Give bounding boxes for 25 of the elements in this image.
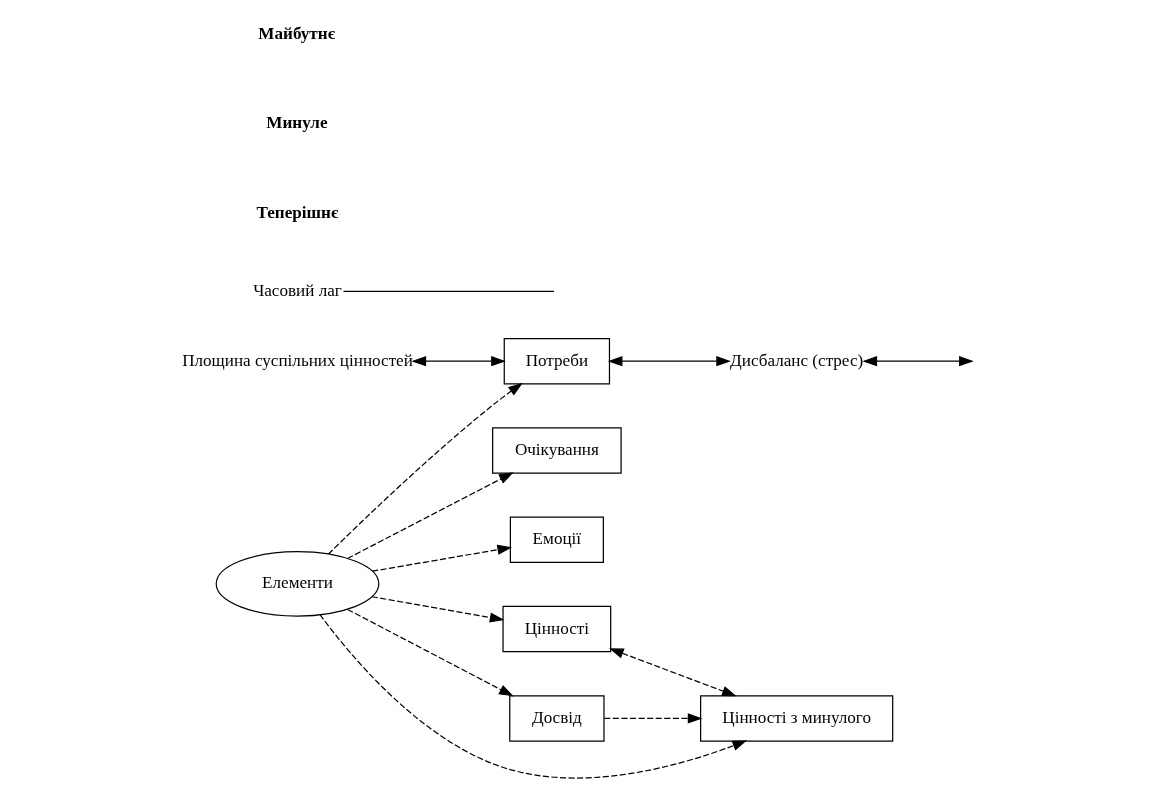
node-text: Дисбаланс (стрес) (730, 350, 864, 370)
node-box: Потреби (503, 337, 611, 385)
node-box: Очікування (492, 427, 622, 474)
arrow (862, 356, 974, 367)
connector (342, 290, 555, 293)
label: Теперішнє (256, 202, 339, 222)
node-box: Цінності (502, 605, 612, 653)
arrow (347, 472, 514, 560)
arrow (603, 713, 703, 724)
arrow (371, 544, 513, 572)
node-text: Часовий лаг (253, 280, 342, 300)
label: Минуле (266, 113, 328, 133)
arrow (371, 596, 505, 623)
arrow (327, 382, 523, 555)
arrow (411, 356, 506, 367)
node-text: Площина суспільних цінностей (182, 350, 413, 370)
arrow (607, 356, 731, 367)
node-ellipse: Елементи (215, 551, 380, 617)
node-box: Цінності з минулого (700, 695, 894, 742)
arrow (347, 608, 514, 697)
arrow (319, 614, 748, 779)
node-box: Емоції (509, 516, 604, 563)
arrow (609, 648, 737, 697)
node-box: Досвід (509, 695, 605, 742)
label: Майбутнє (258, 24, 336, 44)
